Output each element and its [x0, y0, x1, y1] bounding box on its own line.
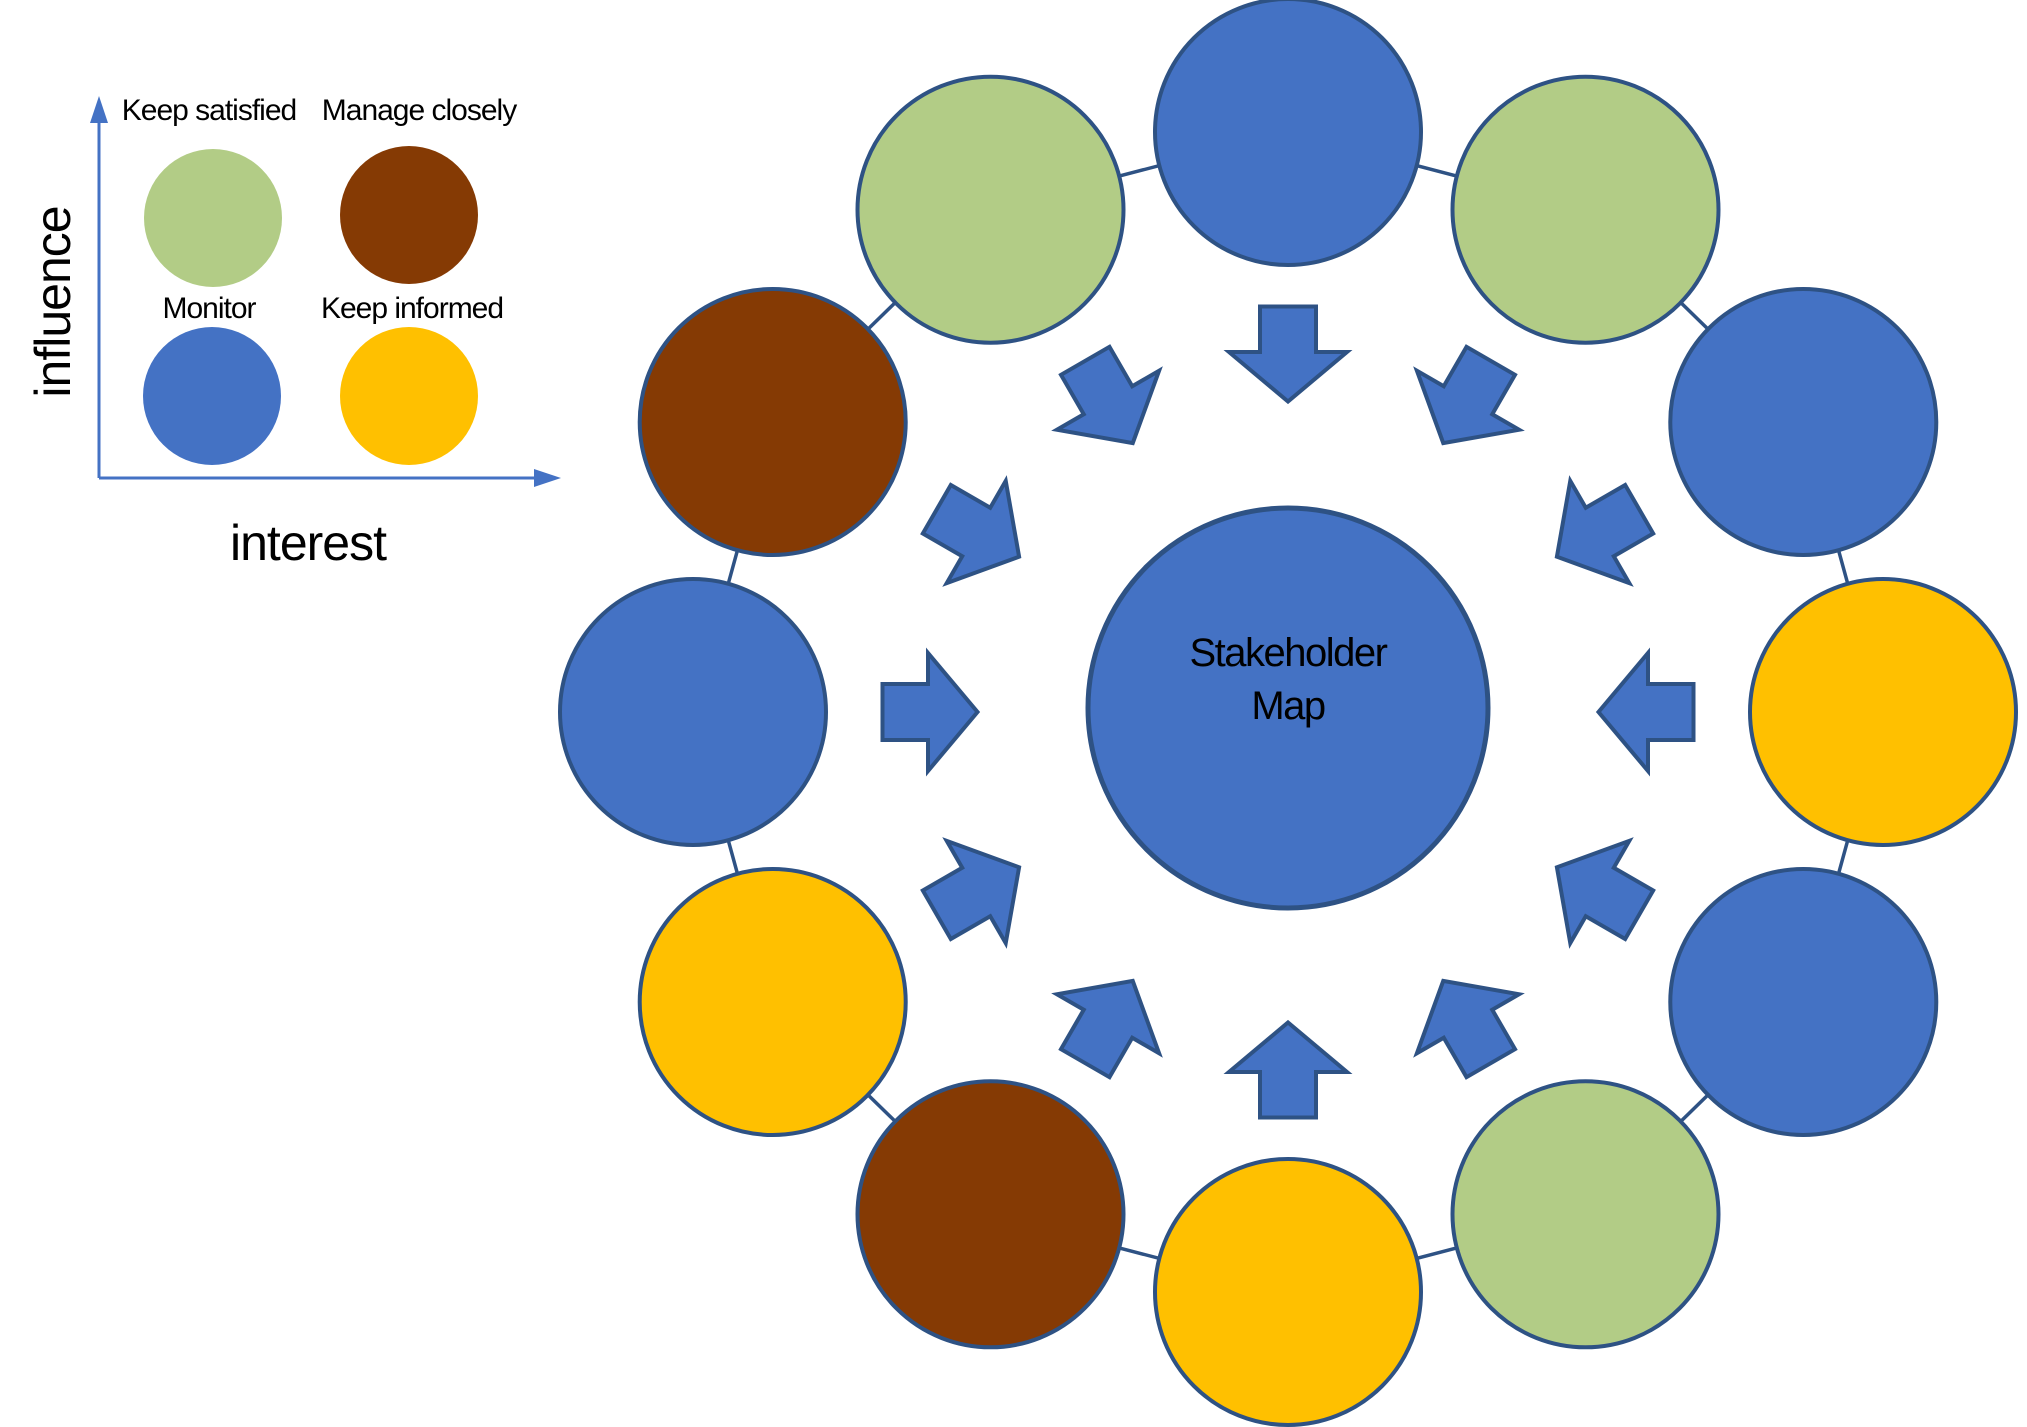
- y-axis-arrowhead-icon: [90, 96, 108, 123]
- legend-label-keep-satisfied: Keep satisfied: [122, 94, 296, 127]
- y-axis-label: influence: [25, 206, 81, 397]
- ring-circle-6-oclock-keep-informed: [1153, 1157, 1423, 1427]
- inward-arrow-icon-5-oclock: [1413, 978, 1525, 1080]
- inward-arrow-icon-2-oclock: [1554, 475, 1656, 587]
- ring-circle-7-oclock-manage-closely: [855, 1079, 1126, 1350]
- ring-circle-8-oclock-keep-informed: [637, 867, 908, 1137]
- inward-arrow-icon-3-oclock: [1595, 647, 1696, 777]
- inward-arrow-icon-8-oclock: [920, 837, 1022, 949]
- x-axis-arrowhead-icon: [534, 469, 561, 487]
- legend-circle-keep-satisfied: [144, 149, 282, 287]
- ring-circle-12-oclock-monitor: [1153, 0, 1423, 267]
- inward-arrow-icon-11-oclock: [1051, 344, 1163, 446]
- center-label-line2: Map: [1251, 684, 1325, 728]
- inward-arrow-icon-10-oclock: [920, 475, 1022, 587]
- ring-circle-10-oclock-manage-closely: [637, 287, 908, 557]
- inward-arrow-icon-4-oclock: [1554, 837, 1656, 949]
- ring-circle-4-oclock-monitor: [1668, 867, 1939, 1137]
- ring-circle-3-oclock-keep-informed: [1748, 577, 2018, 847]
- ring-circle-1-oclock-keep-satisfied: [1450, 74, 1721, 345]
- legend-circle-monitor: [143, 327, 281, 465]
- legend-label-monitor: Monitor: [162, 292, 256, 325]
- center-label-line1: Stakeholder: [1190, 631, 1388, 675]
- inward-arrow-icon-12-oclock: [1223, 304, 1353, 405]
- inward-arrow-icon-7-oclock: [1051, 978, 1163, 1080]
- ring-circle-9-oclock-monitor: [558, 577, 828, 847]
- legend-label-keep-informed: Keep informed: [321, 292, 503, 325]
- legend: influence interest Keep satisfied Manage…: [25, 94, 561, 571]
- inward-arrow-icon-9-oclock: [880, 647, 981, 777]
- legend-circle-keep-informed: [340, 327, 478, 465]
- ring-circle-5-oclock-keep-satisfied: [1450, 1079, 1721, 1350]
- ring-circle-2-oclock-monitor: [1668, 287, 1939, 557]
- center-circle: [1085, 505, 1491, 911]
- legend-label-manage-closely: Manage closely: [322, 94, 517, 127]
- inward-arrow-icon-6-oclock: [1223, 1019, 1353, 1120]
- legend-circle-manage-closely: [340, 146, 478, 284]
- x-axis-label: interest: [230, 515, 387, 571]
- ring-circle-11-oclock-keep-satisfied: [855, 74, 1126, 345]
- center-node: Stakeholder Map: [1085, 505, 1491, 911]
- stakeholder-ring: [558, 0, 2018, 1427]
- inward-arrow-icon-1-oclock: [1413, 344, 1525, 446]
